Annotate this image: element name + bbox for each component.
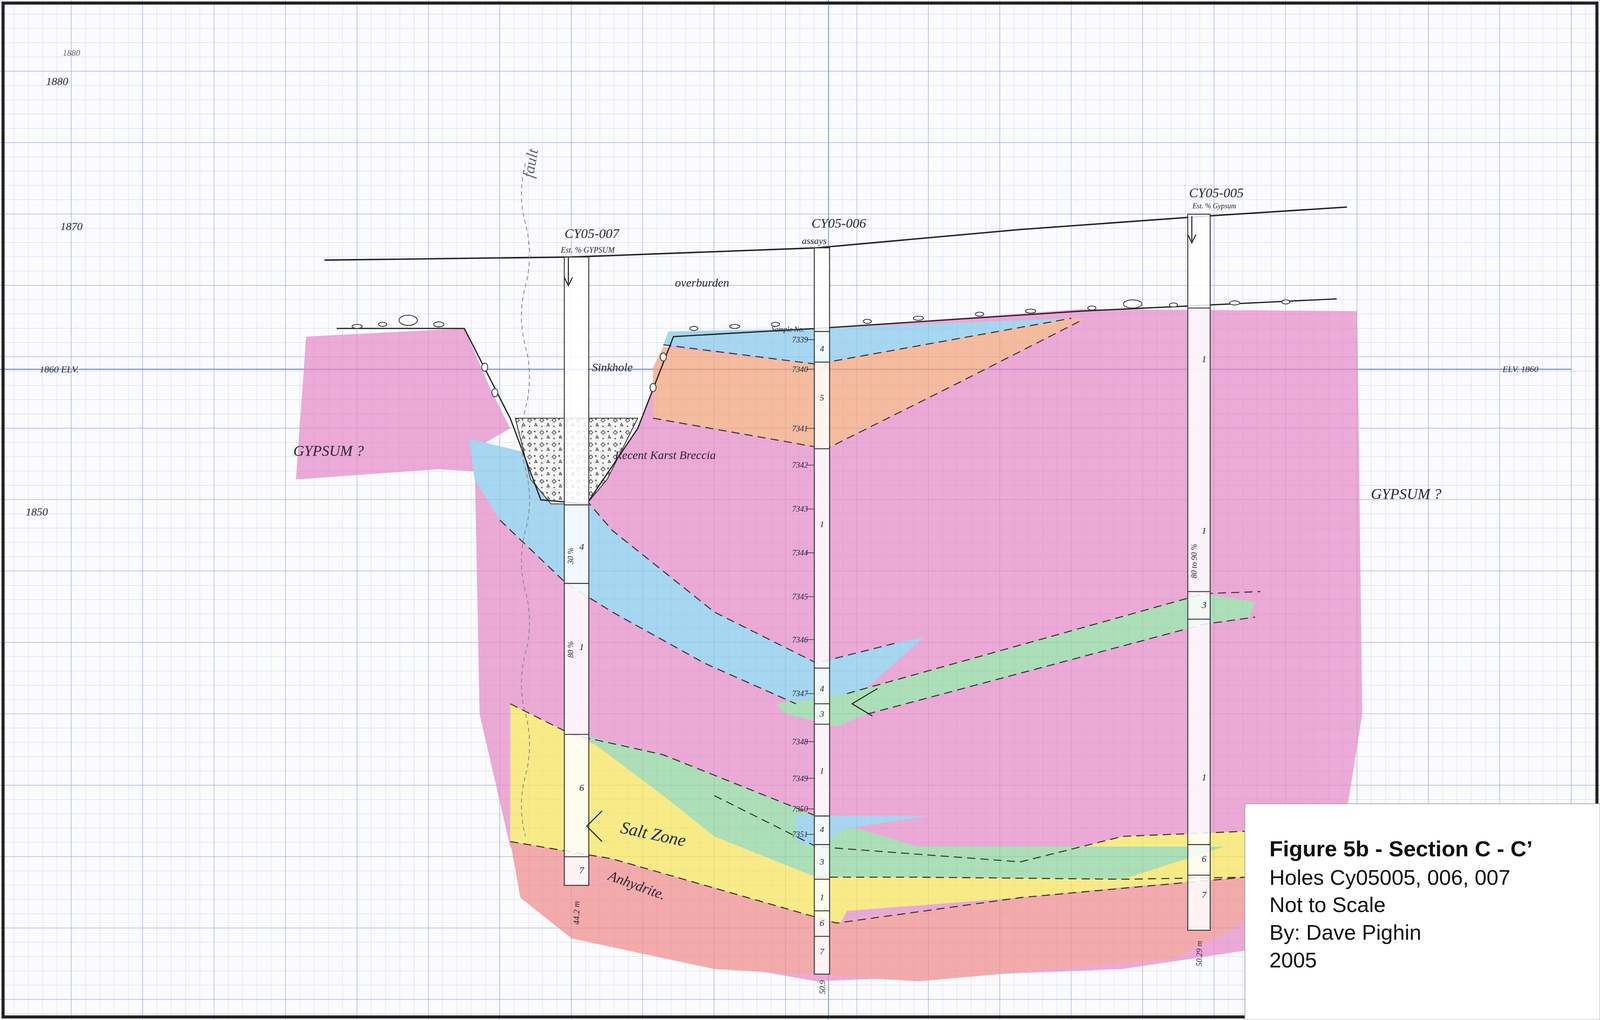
section-label: assays (801, 236, 827, 246)
section-label: Recent Karst Breccia (614, 449, 716, 461)
caption-line: 2005 (1269, 949, 1317, 971)
section-label: 7 (1201, 889, 1207, 900)
section-label: 7351 (792, 830, 809, 839)
section-label: 7341 (792, 424, 809, 433)
section-label: 7347 (792, 689, 809, 698)
section-label: 7348 (792, 737, 809, 746)
section-label: 1 (579, 642, 584, 652)
section-label: 1 (819, 893, 824, 902)
section-label: Est. % Gypsum (1192, 202, 1237, 210)
section-label: 1 (1201, 354, 1207, 364)
section-label: 80 to 90 % (1190, 543, 1198, 579)
section-label: 7339 (792, 335, 809, 344)
section-label: 5 (819, 393, 824, 403)
section-label: 7343 (792, 504, 809, 513)
section-label: 7349 (792, 774, 809, 783)
section-label: CY05-006 (811, 216, 867, 231)
section-label: 7 (579, 865, 584, 875)
section-label: 1850 (25, 506, 48, 518)
section-label: ELV. 1860 (1502, 364, 1538, 374)
section-label: 6 (819, 918, 824, 928)
section-label: 7350 (792, 804, 809, 813)
caption-line: Not to Scale (1269, 893, 1386, 916)
section-label: 1860 ELV. (39, 364, 79, 375)
section-label: 7345 (792, 592, 809, 601)
figure-title: Figure 5b - Section C - C’ (1269, 837, 1533, 860)
section-label: 50.9 (818, 980, 827, 995)
section-label: 7340 (792, 365, 809, 374)
section-label: Anhydrite. (606, 868, 667, 903)
section-label: Sample No. (771, 325, 805, 333)
section-label: 3 (819, 857, 824, 867)
section-label: 6 (1201, 853, 1207, 864)
section-label: 1 (819, 519, 824, 529)
caption-line: By: Dave Pighin (1269, 921, 1422, 943)
section-label: 1880 (46, 75, 69, 87)
section-label: Sinkhole (591, 361, 633, 374)
section-label: 1870 (60, 221, 83, 233)
section-label: 3 (1201, 600, 1207, 610)
section-label: GYPSUM ? (1370, 486, 1442, 502)
section-label: CY05-007 (564, 226, 620, 241)
section-label: 1 (1201, 772, 1207, 783)
section-label: 4 (579, 542, 584, 552)
section-label: 44.2 m (572, 901, 581, 925)
section-label: 3 (819, 709, 824, 719)
section-label: CY05-005 (1189, 186, 1244, 200)
section-label: 7346 (792, 635, 809, 644)
section-label: Est. % GYPSUM (561, 245, 615, 254)
section-label: 7344 (792, 548, 809, 557)
section-label: 50.29 m (1195, 940, 1204, 967)
section-label: 4 (819, 684, 824, 694)
section-label: fault (520, 147, 541, 179)
section-label: 6 (579, 782, 584, 793)
caption-line: Holes Cy05005, 006, 007 (1269, 866, 1511, 888)
section-label: 30 % (566, 547, 575, 565)
section-label: overburden (674, 276, 730, 289)
section-label: 1880 (62, 48, 81, 58)
section-label: 4 (819, 825, 824, 834)
section-label: GYPSUM ? (293, 443, 364, 459)
section-label: 1 (819, 766, 824, 776)
section-label: 7342 (792, 460, 809, 469)
section-label: 80 % (566, 641, 575, 659)
section-label: 4 (819, 344, 824, 354)
section-label: 7 (819, 947, 824, 956)
section-label: Salt Zone (618, 819, 688, 851)
section-label: 1 (1201, 525, 1207, 536)
